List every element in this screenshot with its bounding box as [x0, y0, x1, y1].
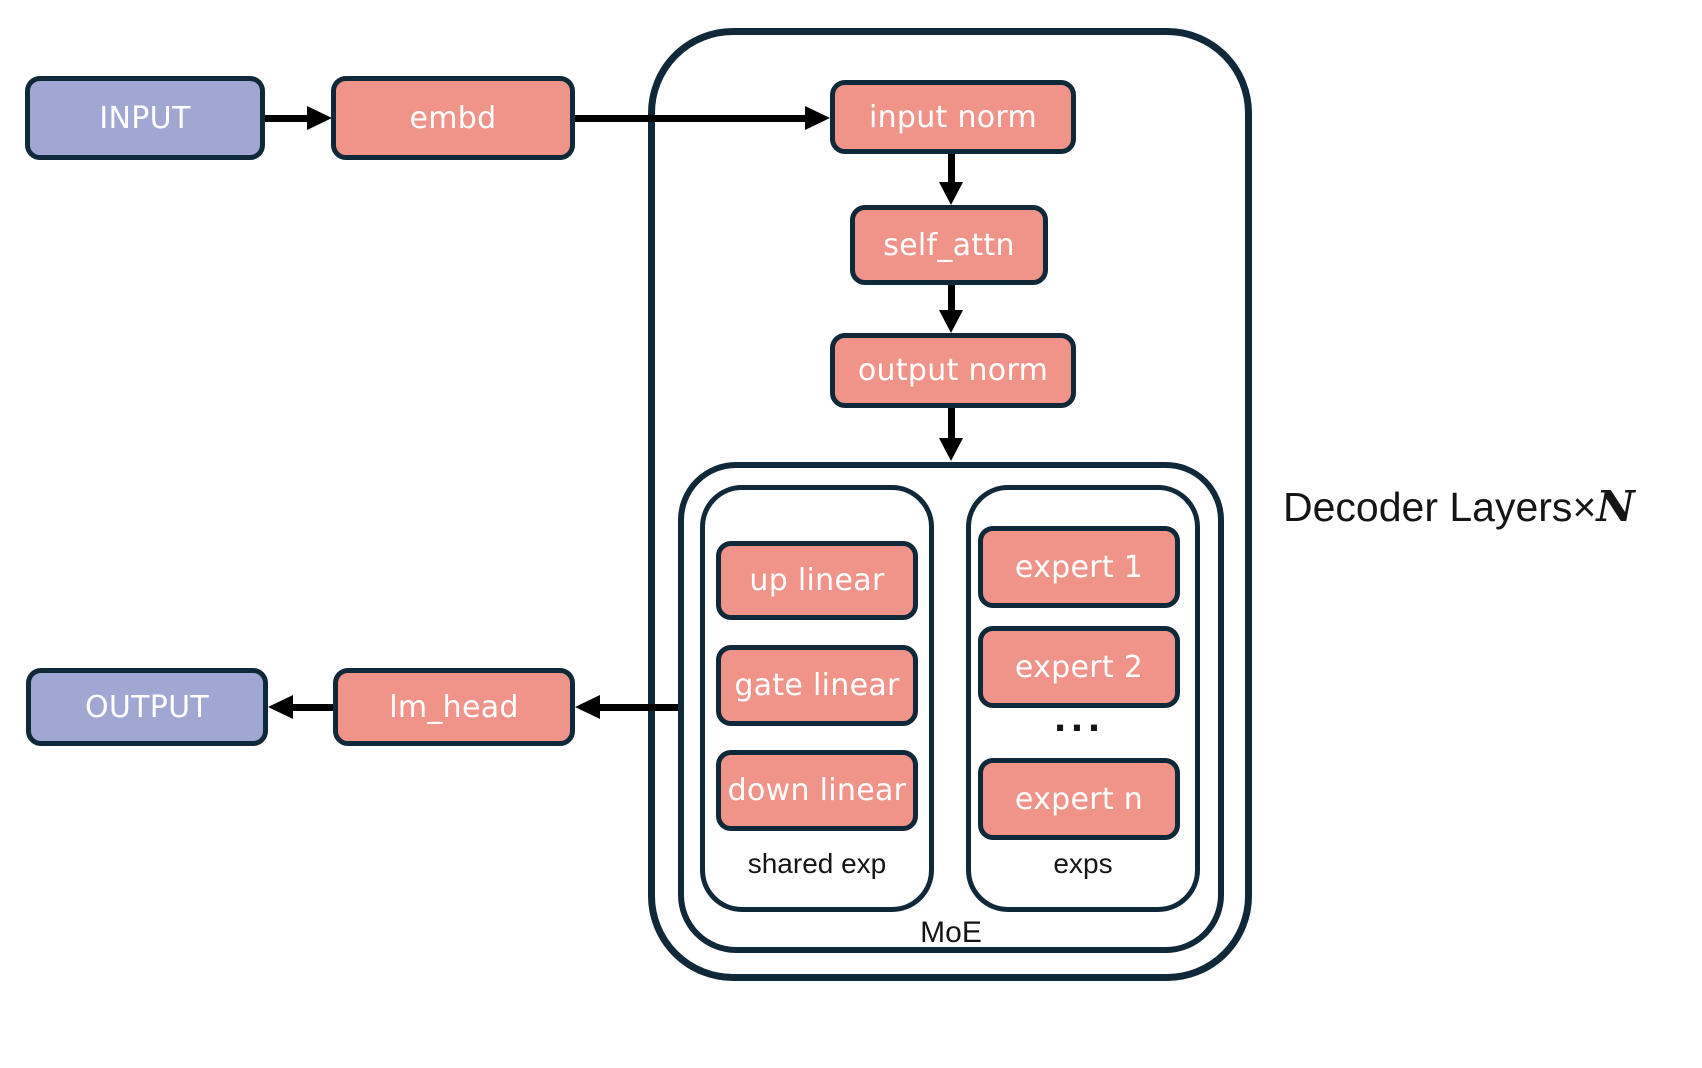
decoder-layers-label: Decoder Layers×N — [1283, 482, 1635, 531]
lm-head-node: lm_head — [333, 668, 575, 746]
output-norm-node: output norm — [830, 333, 1076, 408]
gate-linear-node: gate linear — [716, 645, 918, 726]
arrowhead-embd-to-input-norm — [805, 106, 830, 130]
down-linear-node: down linear — [716, 750, 918, 831]
self-attn-node: self_attn — [850, 205, 1048, 285]
expert-1-node: expert 1 — [978, 526, 1180, 608]
embd-node: embd — [331, 76, 575, 160]
moe-container — [678, 462, 1224, 953]
up-linear-node: up linear — [716, 541, 918, 620]
moe-label: MoE — [920, 916, 982, 949]
decoder-layers-container — [648, 28, 1252, 981]
expert-n-node: expert n — [978, 758, 1180, 840]
arrowhead-self-attn-to-output-norm — [939, 310, 963, 333]
expert-2-node: expert 2 — [978, 626, 1180, 708]
arrowhead-input-norm-to-self-attn — [939, 182, 963, 205]
exps-label: exps — [1053, 848, 1113, 879]
arrowhead-input-to-embd — [307, 106, 332, 130]
exps-container — [966, 485, 1200, 912]
arrow-output-norm-to-moe — [948, 408, 955, 440]
times-symbol: × — [1572, 484, 1597, 530]
arrow-input-norm-to-self-attn — [948, 154, 955, 184]
arrowhead-lm-head-to-output — [268, 695, 293, 719]
arrow-self-attn-to-output-norm — [948, 285, 955, 312]
output-node: OUTPUT — [26, 668, 268, 746]
experts-ellipsis: ... — [1053, 700, 1105, 740]
arrow-embd-to-input-norm — [575, 115, 807, 122]
shared-exp-container — [700, 485, 934, 912]
arrowhead-output-norm-to-moe — [939, 438, 963, 461]
input-norm-node: input norm — [830, 80, 1076, 154]
arrow-lm-head-to-output — [291, 704, 333, 711]
arrow-input-to-embd — [265, 115, 309, 122]
arrow-moe-to-lm-head — [598, 704, 678, 711]
input-node: INPUT — [25, 76, 265, 160]
decoder-layers-text: Decoder Layers — [1283, 484, 1573, 530]
n-variable: N — [1596, 482, 1635, 531]
arrowhead-moe-to-lm-head — [575, 695, 600, 719]
shared-exp-label: shared exp — [747, 848, 887, 879]
